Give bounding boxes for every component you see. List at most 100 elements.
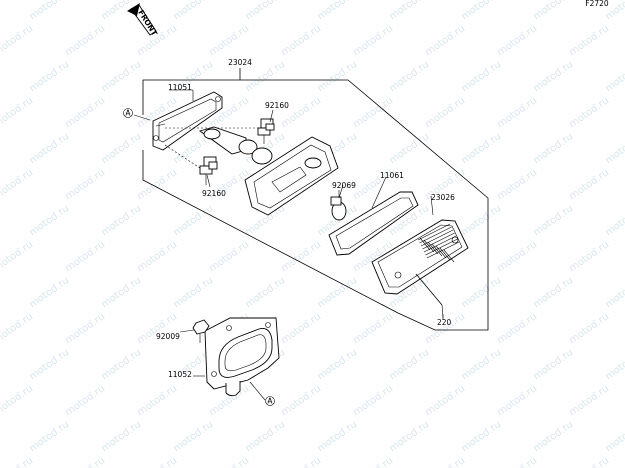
watermark-text: motod.ru (459, 0, 503, 22)
watermark-text: motod.ru (315, 275, 359, 310)
watermark-text: motod.ru (495, 239, 539, 274)
callout-a-upper: A (123, 108, 133, 118)
watermark-text: motod.ru (495, 455, 539, 468)
watermark-text: motod.ru (567, 95, 611, 130)
watermark-text: motod.ru (459, 275, 503, 310)
bracket-11052 (204, 317, 280, 397)
watermark-text: motod.ru (279, 239, 323, 274)
figure-code: F2720 (585, 0, 609, 8)
watermark-text: motod.ru (171, 203, 215, 238)
part-label-11051: 11051 (168, 83, 192, 92)
lens-grid-line (420, 229, 454, 247)
screw-92009 (192, 319, 210, 343)
watermark-text: motod.ru (459, 347, 503, 382)
watermark-text: motod.ru (387, 419, 431, 454)
watermark-text: motod.ru (27, 131, 71, 166)
screw-92160-upper (257, 118, 275, 144)
part-label-92160-upper: 92160 (265, 101, 289, 110)
watermark-text: motod.ru (387, 131, 431, 166)
lens-grid-line (426, 241, 460, 259)
watermark-text: motod.ru (135, 455, 179, 468)
watermark-text: motod.ru (63, 239, 107, 274)
alignment-lines (164, 127, 259, 169)
lens-grid-line (443, 249, 455, 263)
watermark-text: motod.ru (603, 275, 625, 310)
lens-grid-line (431, 243, 443, 257)
watermark-text: motod.ru (135, 383, 179, 418)
watermark-text: motod.ru (171, 0, 215, 22)
watermark-text: motod.ru (99, 419, 143, 454)
part-label-11061: 11061 (380, 171, 404, 180)
watermark-text: motod.ru (0, 95, 35, 130)
watermark-text: motod.ru (315, 59, 359, 94)
watermark-text: motod.ru (63, 167, 107, 202)
watermark-text: motod.ru (387, 347, 431, 382)
part-label-220: 220 (437, 318, 452, 327)
watermark-text: motod.ru (315, 0, 359, 22)
front-label: FRONT (136, 8, 159, 38)
watermark-text: motod.ru (171, 419, 215, 454)
lens-grid-line (417, 223, 451, 241)
svg-text:A: A (125, 109, 131, 118)
watermark-text: motod.ru (27, 0, 71, 22)
watermark-text: motod.ru (531, 131, 575, 166)
watermark-text: motod.ru (279, 23, 323, 58)
watermark-text: motod.ru (351, 455, 395, 468)
watermark-text: motod.ru (135, 167, 179, 202)
watermark-text: motod.ru (351, 383, 395, 418)
watermark-text: motod.ru (99, 275, 143, 310)
watermark-text: motod.ru (567, 167, 611, 202)
watermark-text: motod.ru (495, 23, 539, 58)
watermark-text: motod.ru (531, 347, 575, 382)
watermark-text: motod.ru (423, 455, 467, 468)
bracket-plate-11051 (152, 91, 223, 151)
watermark-text: motod.ru (0, 455, 35, 468)
lens-grid-line (427, 241, 439, 255)
watermark-text: motod.ru (243, 419, 287, 454)
watermark-text: motod.ru (423, 23, 467, 58)
part-label-23026: 23026 (431, 193, 455, 202)
part-labels: 23024 11051 92160 92160 92069 11061 2302… (156, 58, 455, 379)
callout-a-lower: A (265, 396, 275, 406)
front-arrow: FRONT (127, 3, 160, 38)
watermark-text: motod.ru (495, 95, 539, 130)
watermark-text: motod.ru (27, 203, 71, 238)
watermark-text: motod.ru (351, 23, 395, 58)
lens-grid-line (423, 235, 457, 253)
watermark-text: motod.ru (135, 311, 179, 346)
watermark-text: motod.ru (459, 131, 503, 166)
watermark-text: motod.ru (279, 383, 323, 418)
watermark-text: motod.ru (423, 311, 467, 346)
watermark-text: motod.ru (99, 59, 143, 94)
watermark-text: motod.ru (279, 455, 323, 468)
screw-92160-lower (199, 156, 218, 185)
watermark-text: motod.ru (99, 131, 143, 166)
watermark-text: motod.ru (207, 239, 251, 274)
watermark-text: motod.ru (495, 167, 539, 202)
watermark-text: motod.ru (531, 59, 575, 94)
watermark-text: motod.ru (207, 455, 251, 468)
watermark-text: motod.ru (0, 311, 35, 346)
watermark-text: motod.ru (207, 23, 251, 58)
assembly-frame-23024 (142, 68, 489, 331)
lens-23026 (371, 219, 469, 295)
lens-grid (417, 223, 460, 263)
watermark-text: motod.ru (27, 347, 71, 382)
watermark-text: motod.ru (531, 0, 575, 22)
lens-grid-line (439, 247, 451, 261)
watermark-text: motod.ru (27, 275, 71, 310)
watermark-text: motod.ru (63, 311, 107, 346)
watermark-text: motod.ru (603, 347, 625, 382)
watermark-text: motod.ru (315, 419, 359, 454)
watermark-text: motod.ru (423, 383, 467, 418)
watermark-text: motod.ru (567, 455, 611, 468)
lamp-housing-92069 (244, 136, 339, 216)
part-label-92009: 92009 (156, 332, 180, 341)
part-label-23024: 23024 (228, 58, 252, 67)
svg-text:A: A (267, 397, 273, 406)
part-label-92069: 92069 (332, 181, 356, 190)
watermark-text: motod.ru (351, 311, 395, 346)
bulb-socket (198, 126, 273, 165)
